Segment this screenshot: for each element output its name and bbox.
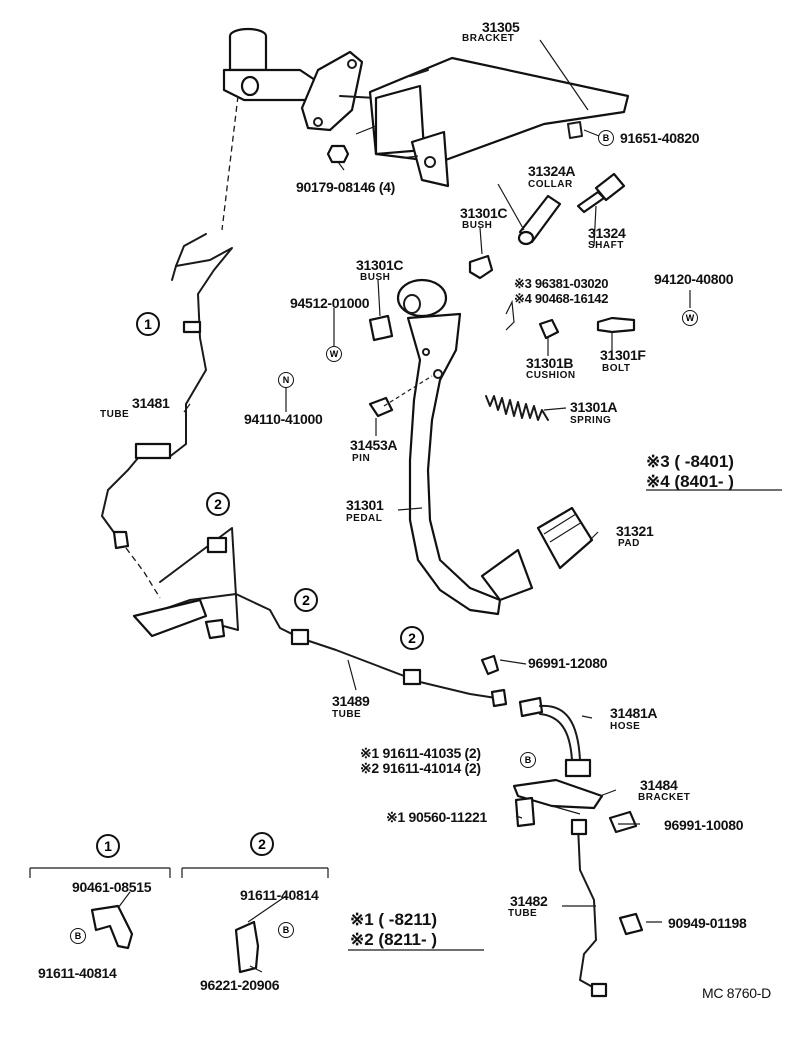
spacer-90560: [514, 796, 536, 828]
bracket-31484: [512, 778, 604, 810]
label-31484-num: 31484: [640, 777, 678, 793]
bolt-symbol-b: B: [598, 130, 614, 146]
label-90468: ※4 90468-16142: [514, 291, 609, 306]
label-90179: 90179-08146 (4): [296, 179, 396, 195]
label-31301c-upper-name: BUSH: [462, 220, 493, 231]
note-star-3: ※3 ( -8401): [646, 452, 734, 471]
label-31453a-num: 31453A: [350, 437, 398, 453]
pad-31321: [536, 506, 594, 570]
label-91611-40814-left: 91611-40814: [38, 965, 117, 981]
clamp-90461: [90, 904, 134, 950]
label-31301a-name: SPRING: [570, 415, 612, 426]
callout-1-group: 1: [96, 834, 120, 858]
cushion-31301b: [538, 318, 560, 340]
clamp-96221: [234, 920, 260, 974]
label-31301a-num: 31301A: [570, 399, 618, 415]
label-31301c-lower-name: BUSH: [360, 272, 391, 283]
bush-31301c-upper: [468, 254, 494, 280]
stop-part-96381: [505, 299, 515, 331]
label-96221: 96221-20906: [200, 977, 280, 993]
label-91611-41014: ※2 91611-41014 (2): [360, 760, 481, 776]
label-31489-num: 31489: [332, 693, 370, 709]
label-96381: ※3 96381-03020: [514, 276, 609, 291]
label-31453a-name: PIN: [352, 453, 371, 464]
diagram-code: MC 8760-D: [702, 985, 771, 1001]
pin-31453a: [368, 396, 394, 418]
label-31482-name: TUBE: [508, 908, 538, 919]
bolt-symbol-b-91611: B: [520, 752, 536, 768]
note-star-2: ※2 (8211- ): [350, 930, 438, 949]
pedal-31301: [396, 278, 534, 616]
group-1-bracket-line: [29, 867, 171, 878]
label-31301-num: 31301: [346, 497, 384, 513]
label-31305-num: 31305: [482, 19, 520, 35]
label-31481-num: 31481: [132, 395, 170, 411]
callout-1-upper: 1: [136, 312, 160, 336]
callout-2-group: 2: [250, 832, 274, 856]
tube-31481: [101, 233, 233, 539]
nut-symbol-n: N: [278, 372, 294, 388]
label-31301c-lower-num: 31301C: [356, 257, 404, 273]
label-31324-num: 31324: [588, 225, 626, 241]
bolt-symbol-b-right: B: [278, 922, 294, 938]
label-31324a-num: 31324A: [528, 163, 576, 179]
label-31482-num: 31482: [510, 893, 548, 909]
washer-symbol-w-94512: W: [326, 346, 342, 362]
bush-31301c-lower: [368, 314, 394, 342]
label-31301c-upper-num: 31301C: [460, 205, 508, 221]
callout-2-mid: 2: [294, 588, 318, 612]
group-2-bracket-line: [181, 867, 329, 878]
label-91611-41035: ※1 91611-41035 (2): [360, 745, 481, 761]
master-cylinder: [222, 27, 377, 132]
label-96991-12080: 96991-12080: [528, 655, 608, 671]
label-90461: 90461-08515: [72, 879, 152, 895]
bolt-31301f: [596, 316, 636, 334]
label-31324a-name: COLLAR: [528, 179, 573, 190]
label-31301f-num: 31301F: [600, 347, 646, 363]
label-31481-name: TUBE: [100, 409, 130, 420]
label-31481a-name: HOSE: [610, 721, 641, 732]
callout-2-right: 2: [400, 626, 424, 650]
label-91611-40814-right: 91611-40814: [240, 887, 319, 903]
hose-31481a: [518, 696, 592, 778]
shaft-31324: [576, 172, 626, 214]
bolt-symbol-b-left: B: [70, 928, 86, 944]
note-star-4: ※4 (8401- ): [646, 472, 734, 491]
label-31301b-name: CUSHION: [526, 370, 576, 381]
nut-90179: [326, 144, 350, 164]
tube-31482: [577, 825, 599, 991]
bracket-31305: [355, 56, 630, 188]
label-31305-name: BRACKET: [462, 33, 515, 44]
clip-96991-10080: [608, 810, 638, 834]
label-90560: ※1 90560-11221: [386, 809, 487, 825]
clip-90949-01198: [618, 912, 644, 936]
label-31301-name: PEDAL: [346, 513, 383, 524]
label-96991-10080: 96991-10080: [664, 817, 744, 833]
washer-symbol-w-94120: W: [682, 310, 698, 326]
label-31301b-num: 31301B: [526, 355, 574, 371]
label-31321-num: 31321: [616, 523, 654, 539]
label-31484-name: BRACKET: [638, 792, 691, 803]
label-31489-name: TUBE: [332, 709, 362, 720]
label-31324-name: SHAFT: [588, 240, 624, 251]
label-94512: 94512-01000: [290, 295, 370, 311]
label-31321-name: PAD: [618, 538, 640, 549]
callout-2-left: 2: [206, 492, 230, 516]
label-94120: 94120-40800: [654, 271, 734, 287]
spring-31301a: [485, 395, 549, 421]
label-31481a-num: 31481A: [610, 705, 658, 721]
label-94110: 94110-41000: [244, 411, 323, 427]
label-31301f-name: BOLT: [602, 363, 631, 374]
clip-96991-12080: [480, 654, 500, 676]
label-90949: 90949-01198: [668, 915, 747, 931]
note-star-1: ※1 ( -8211): [350, 910, 438, 929]
label-91651: 91651-40820: [620, 130, 700, 146]
